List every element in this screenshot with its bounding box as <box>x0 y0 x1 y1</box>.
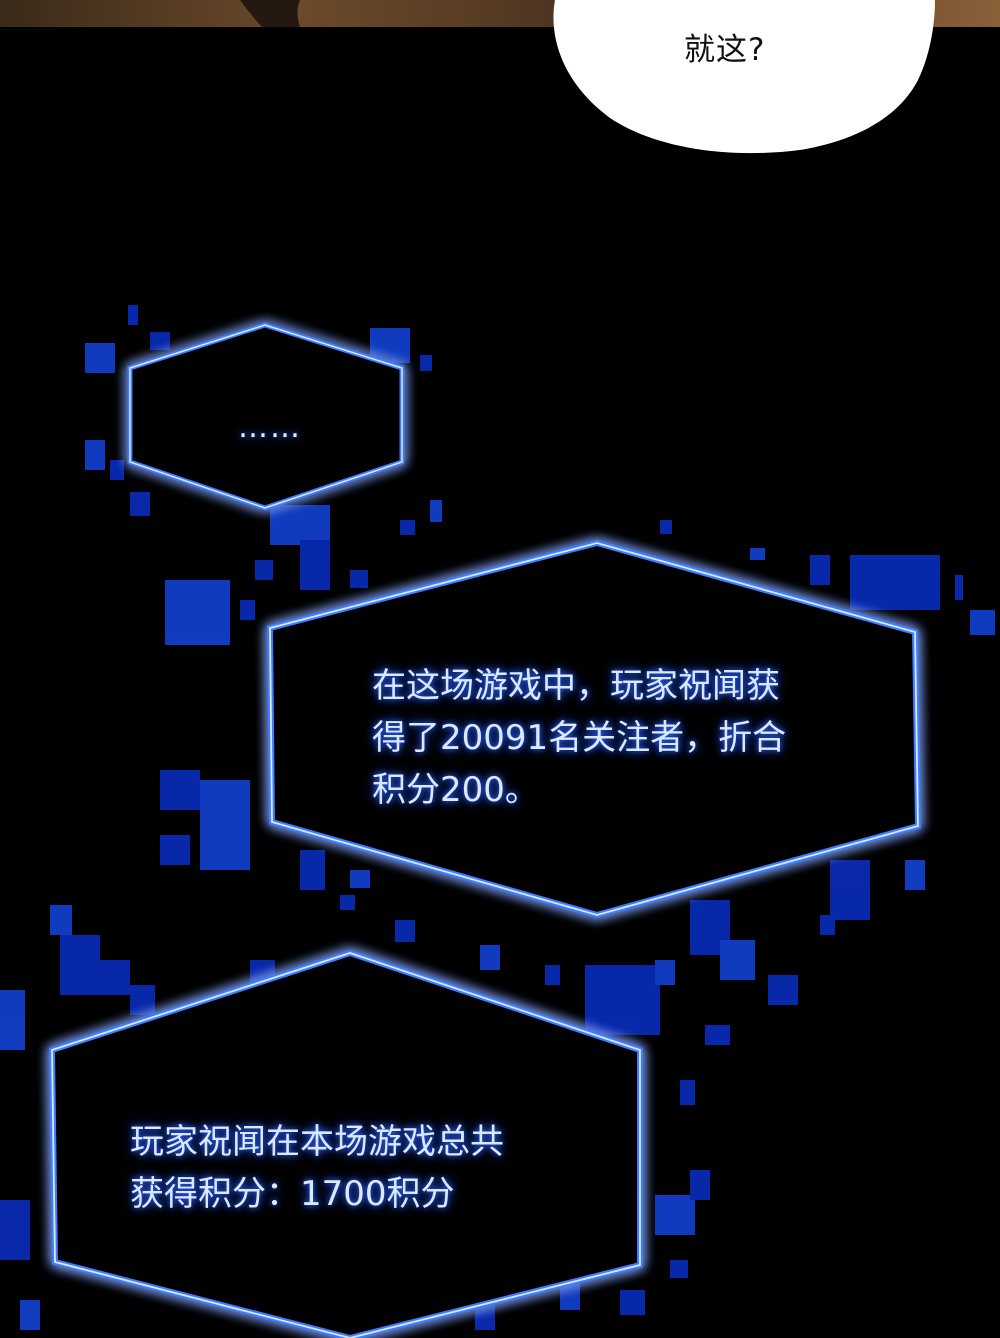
pixel-particle <box>255 560 273 580</box>
pixel-particle <box>165 580 230 645</box>
pixel-particle <box>240 600 255 620</box>
pixel-particle <box>820 915 835 935</box>
pixel-particle <box>50 905 72 935</box>
pixel-particle <box>160 770 200 810</box>
pixel-particle <box>560 1280 580 1310</box>
speech-bubble <box>553 0 935 154</box>
pixel-particle <box>400 520 415 535</box>
system-panel-text-1: …… <box>238 410 302 445</box>
pixel-particle <box>340 895 355 910</box>
pixel-particle <box>85 343 115 373</box>
pixel-particle <box>130 492 150 516</box>
pixel-particle <box>270 505 330 545</box>
hex-frame-medium <box>266 539 922 919</box>
pixel-particle <box>420 355 432 371</box>
pixel-particle <box>0 990 25 1050</box>
hex-frame-small <box>127 322 405 511</box>
system-panel-text-3: 玩家祝闻在本场游戏总共 获得积分：1700积分 <box>130 1122 504 1214</box>
pixel-particle <box>970 610 995 635</box>
pixel-particle <box>430 500 442 522</box>
pixel-particle <box>60 935 100 995</box>
system-panel-text-2: 在这场游戏中，玩家祝闻获 得了20091名关注者，折合 积分200。 <box>372 666 787 810</box>
hex-frame-large <box>48 949 643 1338</box>
pixel-particle <box>100 960 130 995</box>
pixel-particle <box>150 332 170 350</box>
pixel-particle <box>110 460 124 480</box>
pixel-particle <box>690 1170 710 1200</box>
pixel-particle <box>545 965 560 985</box>
speech-bubble-text: 就这? <box>684 32 766 68</box>
pixel-particle <box>750 548 765 560</box>
pixel-particle <box>395 920 415 942</box>
pixel-particle <box>850 555 940 610</box>
pixel-particle <box>670 1260 688 1278</box>
pixel-particle <box>480 945 500 970</box>
pixel-particle <box>830 860 870 920</box>
pixel-particle <box>955 575 963 600</box>
pixel-particle <box>200 780 250 870</box>
pixel-particle <box>655 960 675 985</box>
pixel-particle <box>0 1200 30 1260</box>
pixel-particle <box>85 440 105 470</box>
pixel-particle <box>20 1300 40 1330</box>
pixel-particle <box>905 860 925 890</box>
pixel-particle <box>370 328 410 363</box>
pixel-particle <box>655 1195 695 1235</box>
pixel-particles <box>0 305 995 1330</box>
pixel-particle <box>475 1305 495 1330</box>
pixel-particle <box>705 1025 730 1045</box>
pixel-particle <box>300 850 325 890</box>
pixel-particle <box>300 540 330 590</box>
pixel-particle <box>130 985 155 1015</box>
pixel-particle <box>680 1080 695 1105</box>
pixel-particle <box>350 570 368 588</box>
pixel-particle <box>810 555 830 585</box>
pixel-particle <box>585 965 660 1035</box>
pixel-particle <box>128 305 138 325</box>
pixel-particle <box>660 520 672 534</box>
pixel-particle <box>720 940 755 980</box>
pixel-particle <box>768 975 798 1005</box>
pixel-particle <box>350 870 370 888</box>
pixel-particle <box>160 835 190 865</box>
pixel-particle <box>620 1290 645 1315</box>
